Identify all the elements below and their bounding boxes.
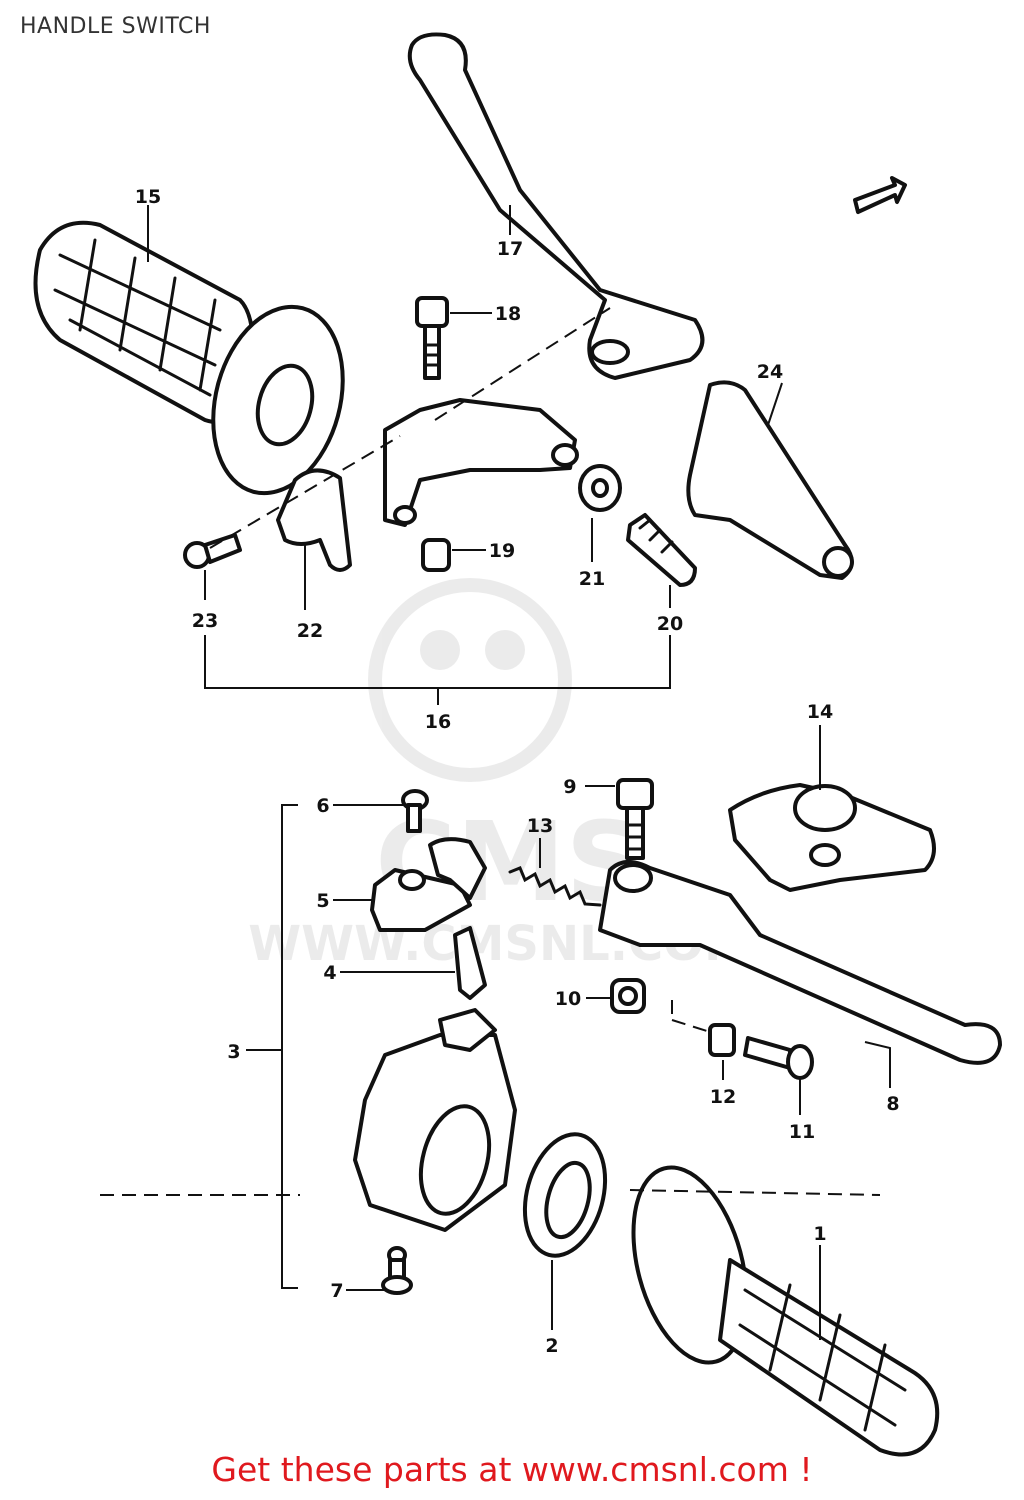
callout-1[interactable]: 1 (813, 1223, 826, 1245)
callout-12[interactable]: 12 (710, 1086, 736, 1108)
part-9-bolt[interactable] (616, 778, 654, 860)
part-20-adjuster[interactable] (626, 513, 697, 587)
part-23-screw[interactable] (183, 533, 242, 569)
lever-bracket[interactable] (383, 398, 579, 527)
callout-22[interactable]: 22 (297, 620, 323, 642)
part-19-nut[interactable] (421, 538, 451, 572)
part-11-bolt[interactable] (743, 1036, 814, 1080)
callout-21[interactable]: 21 (579, 568, 605, 590)
part-5-holder[interactable] (370, 837, 487, 932)
leader-lines (100, 205, 891, 1340)
callout-14[interactable]: 14 (807, 701, 833, 723)
callout-20[interactable]: 20 (657, 613, 683, 635)
part-10-nut[interactable] (610, 978, 646, 1014)
part-8-lever[interactable] (598, 860, 1002, 1065)
callout-11[interactable]: 11 (789, 1121, 815, 1143)
part-1-right-grip[interactable] (614, 1155, 940, 1457)
callout-8[interactable]: 8 (886, 1093, 899, 1115)
part-24-lever-cover[interactable] (686, 380, 854, 580)
part-13-spring[interactable] (508, 866, 602, 907)
callout-16[interactable]: 16 (425, 711, 451, 733)
part-4-clip[interactable] (453, 926, 487, 1000)
callout-19[interactable]: 19 (489, 540, 515, 562)
callout-3[interactable]: 3 (227, 1041, 240, 1063)
footer-link[interactable]: Get these parts at www.cmsnl.com ! (211, 1450, 813, 1489)
callout-10[interactable]: 10 (555, 988, 581, 1010)
part-14-cover[interactable] (728, 783, 936, 892)
front-arrow-icon (853, 176, 907, 214)
part-18-bolt[interactable] (415, 296, 449, 380)
callout-18[interactable]: 18 (495, 303, 521, 325)
part-2-throttle-tube[interactable] (512, 1125, 618, 1264)
callout-7[interactable]: 7 (330, 1280, 343, 1302)
part-22-clamp[interactable] (276, 468, 352, 572)
part-21-washer[interactable] (578, 464, 622, 512)
callout-24[interactable]: 24 (757, 361, 783, 383)
callouts: 15 17 18 24 19 21 23 22 20 16 14 9 6 13 … (135, 186, 900, 1357)
callout-6[interactable]: 6 (316, 795, 329, 817)
callout-17[interactable]: 17 (497, 238, 523, 260)
callout-15[interactable]: 15 (135, 186, 161, 208)
page-title: HANDLE SWITCH (20, 14, 211, 39)
callout-23[interactable]: 23 (192, 610, 218, 632)
part-17-lever[interactable] (407, 32, 705, 380)
callout-5[interactable]: 5 (316, 890, 329, 912)
part-12-nut[interactable] (708, 1023, 736, 1057)
part-15-left-grip[interactable] (33, 220, 363, 508)
callout-9[interactable]: 9 (563, 776, 576, 798)
callout-13[interactable]: 13 (527, 815, 553, 837)
part-7-screw[interactable] (381, 1246, 413, 1295)
callout-2[interactable]: 2 (545, 1335, 558, 1357)
part-3-switch-housing[interactable] (353, 1008, 517, 1232)
part-6-screw[interactable] (401, 789, 429, 833)
callout-4[interactable]: 4 (323, 962, 336, 984)
